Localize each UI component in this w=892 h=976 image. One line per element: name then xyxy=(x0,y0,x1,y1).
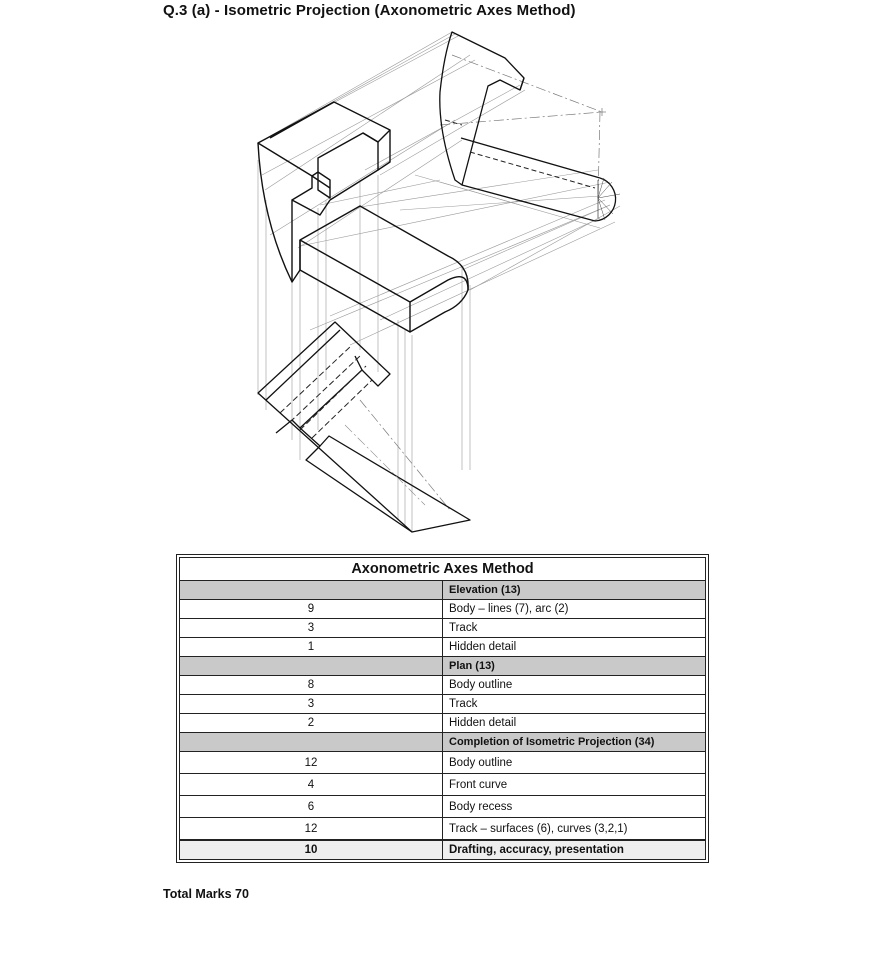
table-row: 12 Track – surfaces (6), curves (3,2,1) xyxy=(179,817,706,841)
plan-hidden-detail xyxy=(279,344,373,439)
table-row: 12 Body outline xyxy=(179,751,706,774)
construction-lines xyxy=(257,31,621,532)
table-row: 3 Track xyxy=(179,694,706,714)
isometric-body xyxy=(257,101,469,333)
isometric-drawing xyxy=(257,31,621,533)
item-cell: Track xyxy=(442,694,706,714)
elevation-view xyxy=(439,31,617,222)
final-row: 10 Drafting, accuracy, presentation xyxy=(179,839,706,860)
marking-scheme-table: Axonometric Axes Method Elevation (13) 9… xyxy=(179,557,706,860)
item-cell: Drafting, accuracy, presentation xyxy=(442,839,706,860)
marks-cell: 8 xyxy=(179,675,443,695)
section-header: Plan (13) xyxy=(442,656,706,676)
elevation-hidden-detail xyxy=(444,119,596,189)
item-cell: Body recess xyxy=(442,795,706,818)
item-cell: Track – surfaces (6), curves (3,2,1) xyxy=(442,817,706,841)
table-row: 1 Hidden detail xyxy=(179,637,706,657)
marks-cell: 4 xyxy=(179,773,443,796)
section-header-row: Completion of Isometric Projection (34) xyxy=(179,732,706,752)
total-marks: Total Marks 70 xyxy=(163,887,249,901)
centre-lines xyxy=(359,54,603,511)
item-cell: Hidden detail xyxy=(442,637,706,657)
table-row: 3 Track xyxy=(179,618,706,638)
marks-cell: 2 xyxy=(179,713,443,733)
item-cell: Body – lines (7), arc (2) xyxy=(442,599,706,619)
item-cell: Body outline xyxy=(442,675,706,695)
marks-cell: 12 xyxy=(179,817,443,841)
item-cell: Track xyxy=(442,618,706,638)
item-cell: Hidden detail xyxy=(442,713,706,733)
scheme-title: Axonometric Axes Method xyxy=(179,557,706,581)
construction-point xyxy=(598,108,606,116)
item-cell: Front curve xyxy=(442,773,706,796)
item-cell: Body outline xyxy=(442,751,706,774)
plan-view xyxy=(257,321,471,533)
page-title: Q.3 (a) - Isometric Projection (Axonomet… xyxy=(163,2,576,19)
elevation-arc-radials xyxy=(597,177,621,221)
scheme-title-row: Axonometric Axes Method xyxy=(179,557,706,581)
marking-scheme: Axonometric Axes Method Elevation (13) 9… xyxy=(176,554,709,863)
marks-cell: 1 xyxy=(179,637,443,657)
marks-cell: 6 xyxy=(179,795,443,818)
marks-cell: 12 xyxy=(179,751,443,774)
table-row: 9 Body – lines (7), arc (2) xyxy=(179,599,706,619)
table-row: 4 Front curve xyxy=(179,773,706,796)
section-header: Completion of Isometric Projection (34) xyxy=(442,732,706,752)
marks-cell: 10 xyxy=(179,839,443,860)
section-header-row: Elevation (13) xyxy=(179,580,706,600)
section-header: Elevation (13) xyxy=(442,580,706,600)
plan-centre-line xyxy=(344,424,426,506)
section-header-row: Plan (13) xyxy=(179,656,706,676)
marks-cell: 9 xyxy=(179,599,443,619)
table-row: 8 Body outline xyxy=(179,675,706,695)
marks-cell: 3 xyxy=(179,618,443,638)
table-row: 6 Body recess xyxy=(179,795,706,818)
table-row: 2 Hidden detail xyxy=(179,713,706,733)
marks-cell: 3 xyxy=(179,694,443,714)
